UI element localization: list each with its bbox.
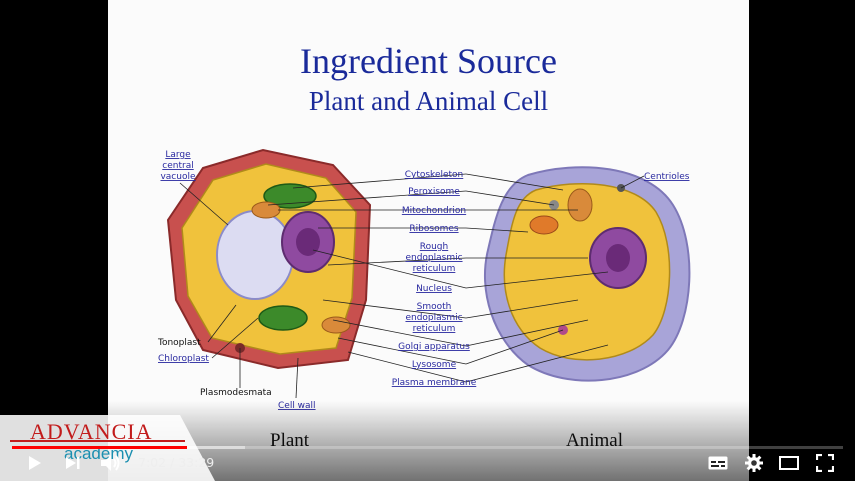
label-vacuole-1: Large [165, 150, 191, 160]
slide-title: Ingredient Source [300, 41, 557, 81]
label-peroxisome: Peroxisome [408, 187, 460, 197]
label-smooth-er-1: Smooth [417, 302, 452, 312]
settings-icon [745, 454, 763, 472]
label-mitochondrion: Mitochondrion [402, 206, 466, 216]
label-plasmodesmata: Plasmodesmata [200, 388, 272, 398]
volume-icon [101, 455, 120, 471]
label-rough-er-3: reticulum [413, 264, 456, 274]
label-vacuole-3: vacuole [160, 172, 196, 182]
label-cell-wall: Cell wall [278, 401, 316, 411]
play-button[interactable] [24, 452, 46, 474]
label-plasma-membrane: Plasma membrane [392, 378, 477, 388]
video-frame: Ingredient Source Plant and Animal Cell [108, 0, 749, 481]
next-button[interactable] [62, 452, 84, 474]
leader-lines [179, 173, 645, 399]
label-rough-er-2: endoplasmic [405, 253, 462, 263]
next-icon [66, 457, 80, 469]
progress-bar[interactable] [12, 446, 843, 449]
label-golgi: Golgi apparatus [398, 342, 470, 352]
vacuole-shape [216, 210, 294, 300]
slide-subtitle: Plant and Animal Cell [308, 86, 549, 116]
volume-button[interactable] [98, 452, 124, 474]
label-nucleus: Nucleus [416, 284, 452, 294]
label-tonoplast: Tonoplast [157, 338, 201, 348]
settings-button[interactable] [742, 452, 766, 474]
plant-cell-illustration [166, 148, 372, 370]
label-lysosome: Lysosome [412, 360, 457, 370]
animal-cell-illustration [484, 166, 691, 382]
subtitles-button[interactable] [706, 452, 730, 474]
fullscreen-icon [816, 454, 834, 472]
label-cytoskeleton: Cytoskeleton [405, 170, 464, 180]
label-centrioles: Centrioles [644, 172, 690, 182]
label-vacuole-2: central [162, 161, 193, 171]
play-icon [29, 456, 41, 470]
label-smooth-er-3: reticulum [413, 324, 456, 334]
label-ribosomes: Ribosomes [409, 224, 458, 234]
time-display: 7:02 / 33:29 [138, 455, 215, 470]
theater-icon [779, 456, 799, 470]
logo-text-top: ADVANCIA [30, 419, 153, 444]
fullscreen-button[interactable] [813, 452, 837, 474]
label-smooth-er-2: endoplasmic [405, 313, 462, 323]
theater-mode-button[interactable] [777, 452, 801, 474]
subtitles-icon [708, 456, 728, 470]
label-rough-er-1: Rough [420, 242, 448, 252]
progress-played [12, 446, 187, 449]
cell-diagram: Large central vacuole Tonoplast Chloropl… [157, 148, 691, 411]
label-chloroplast: Chloroplast [158, 354, 209, 364]
